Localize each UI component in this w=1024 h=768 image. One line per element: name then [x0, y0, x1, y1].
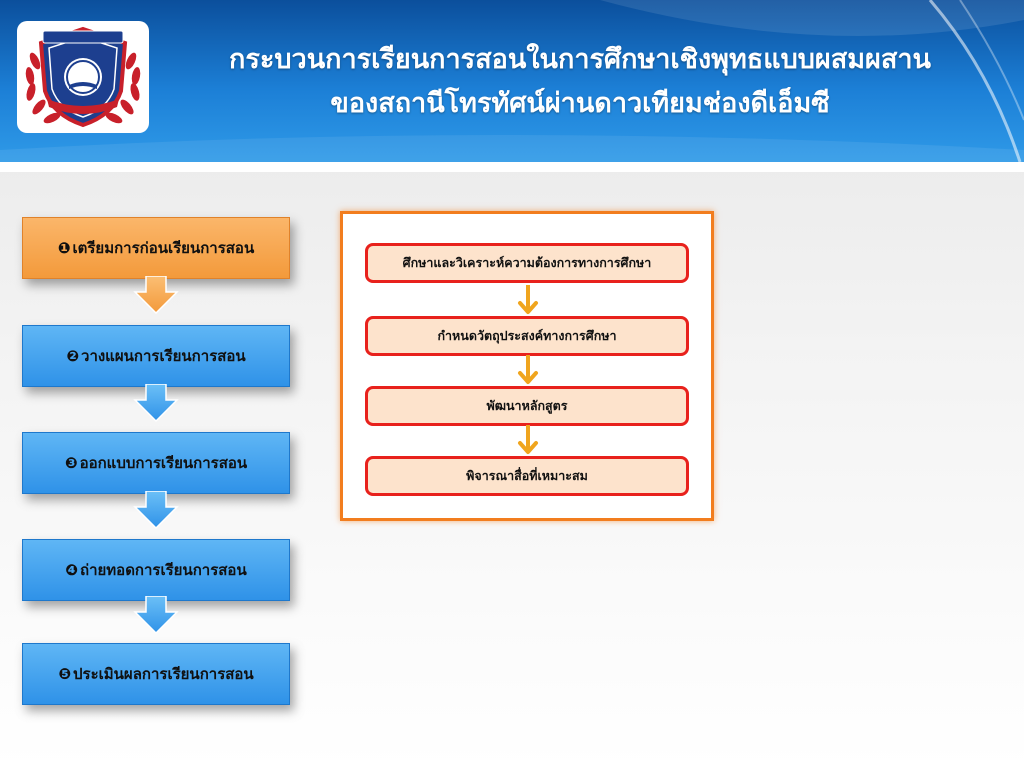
- detail-step-select-media: พิจารณาสื่อที่เหมาะสม: [365, 456, 689, 496]
- down-arrow-icon: [133, 596, 179, 634]
- university-logo: [17, 21, 149, 133]
- slide-header: กระบวนการเรียนการสอนในการศึกษาเชิงพุทธแบ…: [0, 0, 1024, 162]
- step-3-design[interactable]: ❸ ออกแบบการเรียนการสอน: [22, 432, 290, 494]
- step-number-3: ❸: [64, 454, 78, 472]
- title-line-2: ของสถานีโทรทัศน์ผ่านดาวเทียมช่องดีเอ็มซี: [330, 88, 830, 119]
- step-number-5: ❺: [58, 665, 72, 683]
- detail-step-develop-curriculum: พัฒนาหลักสูตร: [365, 386, 689, 426]
- step-label: ออกแบบการเรียนการสอน: [79, 454, 248, 472]
- header-divider: [0, 162, 1024, 172]
- university-emblem-icon: [25, 26, 141, 128]
- step-label: ประเมินผลการเรียนการสอน: [73, 665, 254, 683]
- step-label: ถ่ายทอดการเรียนการสอน: [80, 561, 247, 579]
- slide-title: กระบวนการเรียนการสอนในการศึกษาเชิงพุทธแบ…: [150, 38, 1010, 126]
- down-arrow-icon: [518, 285, 538, 314]
- header-swoosh-decoration: [0, 0, 1024, 162]
- down-arrow-icon: [133, 491, 179, 529]
- step-label: วางแผนการเรียนการสอน: [81, 347, 246, 365]
- down-arrow-icon: [133, 276, 179, 314]
- detail-step-set-objectives: กำหนดวัตถุประสงค์ทางการศึกษา: [365, 316, 689, 356]
- step-5-evaluate[interactable]: ❺ ประเมินผลการเรียนการสอน: [22, 643, 290, 705]
- step-4-deliver[interactable]: ❹ ถ่ายทอดการเรียนการสอน: [22, 539, 290, 601]
- down-arrow-icon: [518, 355, 538, 384]
- step-number-4: ❹: [65, 561, 78, 579]
- down-arrow-icon: [133, 384, 179, 422]
- detail-step-analyze-needs: ศึกษาและวิเคราะห์ความต้องการทางการศึกษา: [365, 243, 689, 283]
- down-arrow-icon: [518, 425, 538, 454]
- step-1-prepare[interactable]: ❶ เตรียมการก่อนเรียนการสอน: [22, 217, 290, 279]
- title-line-1: กระบวนการเรียนการสอนในการศึกษาเชิงพุทธแบ…: [229, 44, 931, 75]
- step-label: เตรียมการก่อนเรียนการสอน: [72, 239, 255, 257]
- step-number-2: ❷: [66, 347, 80, 365]
- step-number-1: ❶: [57, 239, 71, 257]
- step-2-plan[interactable]: ❷ วางแผนการเรียนการสอน: [22, 325, 290, 387]
